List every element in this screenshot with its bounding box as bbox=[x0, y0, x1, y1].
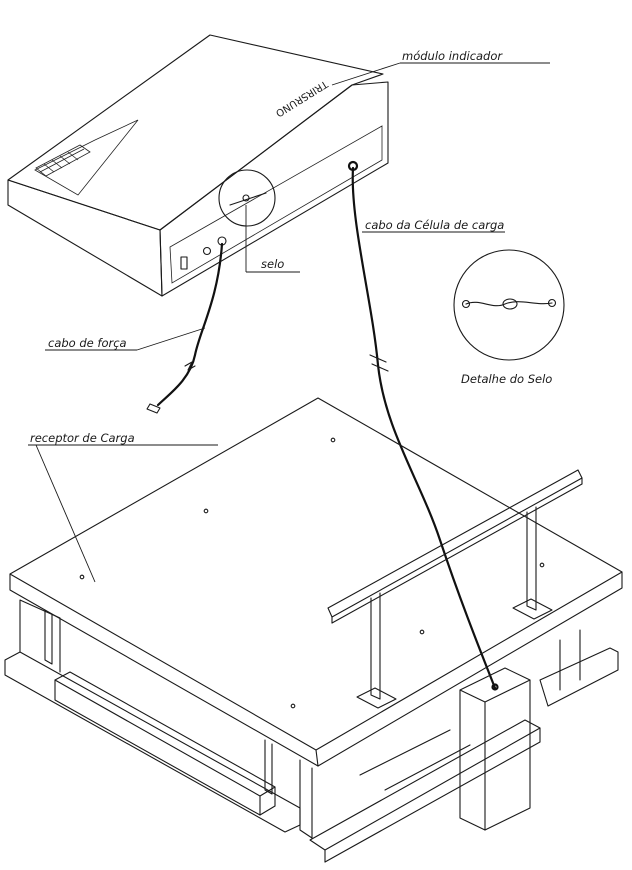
load-cell-cable-label: cabo da Célula de carga bbox=[365, 218, 504, 232]
brand-name: TRIRSRUNO bbox=[273, 77, 330, 118]
keypad-grid bbox=[35, 144, 91, 177]
module-indicator-label: módulo indicador bbox=[402, 49, 503, 63]
guard-rail bbox=[327, 469, 583, 709]
load-receptor-label: receptor de Carga bbox=[30, 431, 135, 445]
load-cell-cable bbox=[351, 166, 497, 690]
seal-detail-label: Detalhe do Selo bbox=[461, 372, 552, 386]
junction-box bbox=[459, 667, 531, 831]
load-receptor bbox=[4, 397, 623, 863]
indicator-module: TRIRSRUNO bbox=[7, 34, 389, 297]
power-cable-label: cabo de força bbox=[48, 336, 127, 350]
seal-magnifier bbox=[218, 169, 276, 227]
power-cable bbox=[146, 242, 224, 414]
seal-detail bbox=[453, 249, 565, 361]
seal-label: selo bbox=[261, 257, 284, 271]
